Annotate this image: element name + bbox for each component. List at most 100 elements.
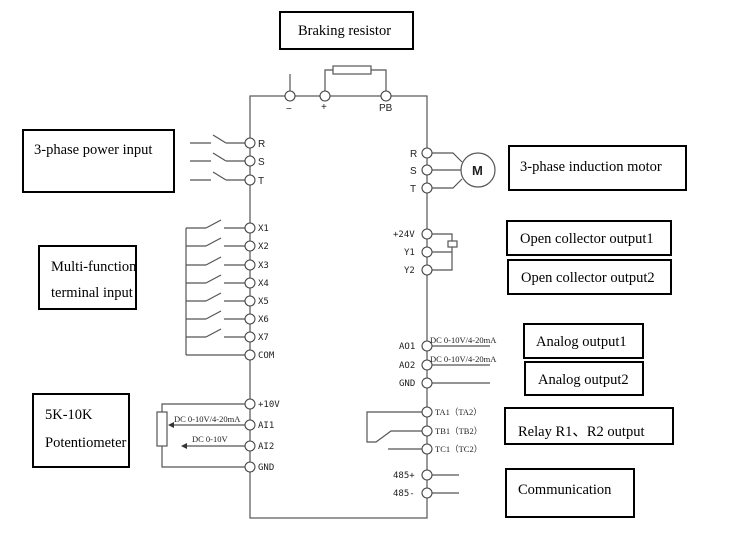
potentiometer-symbol <box>156 411 168 447</box>
label-output-t: T <box>410 184 416 195</box>
terminal-ai2 <box>244 440 256 452</box>
label-10v: +10V <box>258 400 280 410</box>
label-24v: +24V <box>393 230 415 240</box>
label-ai1: AI1 <box>258 421 274 431</box>
ao1-signal-label: DC 0-10V/4-20mA <box>430 335 497 345</box>
terminal-x2 <box>244 240 256 252</box>
label-485-plus: 485+ <box>393 471 415 481</box>
analog-output-1-label: Analog output1 <box>536 334 627 350</box>
label-x3: X3 <box>258 261 269 271</box>
analog-inputs-group: +10V AI1 AI2 GND DC 0-10V/4-20mA DC 0-10… <box>156 398 280 473</box>
terminal-dc-plus <box>319 90 331 102</box>
ai2-arrow <box>181 443 187 449</box>
terminal-y2 <box>421 264 433 276</box>
dc-bus-group: − + PB <box>284 65 393 115</box>
analog-outputs-group: AO1 AO2 GND DC 0-10V/4-20mA DC 0-10V/4-2… <box>399 335 497 389</box>
open-collector-group: +24V Y1 Y2 <box>393 228 458 276</box>
label-x6: X6 <box>258 315 269 325</box>
switch-x1 <box>186 219 245 229</box>
terminal-y1 <box>421 246 433 258</box>
switch-x2 <box>186 237 245 247</box>
terminal-com <box>244 349 256 361</box>
label-ao2: AO2 <box>399 361 415 371</box>
motor-label-text: 3-phase induction motor <box>520 159 662 175</box>
multi-function-box: Multi-function terminal input <box>38 245 137 310</box>
label-x4: X4 <box>258 279 269 289</box>
label-tb: TB1（TB2） <box>435 426 482 436</box>
inverter-body <box>249 95 428 519</box>
communication-label: Communication <box>518 482 612 498</box>
label-output-r: R <box>410 149 417 160</box>
power-input-box: 3-phase power input <box>22 129 175 193</box>
terminal-x6 <box>244 313 256 325</box>
label-x5: X5 <box>258 297 269 307</box>
braking-resistor-label: Braking resistor <box>298 23 392 39</box>
switch-x7 <box>186 328 245 338</box>
terminal-input-t <box>244 174 256 186</box>
multi-function-label-line2: terminal input <box>51 285 133 301</box>
motor-label: M <box>472 163 483 178</box>
relay-output-label: Relay R1、R2 output <box>518 424 645 440</box>
label-x2: X2 <box>258 242 269 252</box>
terminal-485-minus <box>421 487 433 499</box>
ao2-signal-label: DC 0-10V/4-20mA <box>430 354 497 364</box>
terminal-485-plus <box>421 469 433 481</box>
communication-box: Communication <box>505 468 635 518</box>
terminal-output-r <box>421 147 433 159</box>
potentiometer-label-line1: 5K-10K <box>45 407 93 423</box>
terminal-input-r <box>244 137 256 149</box>
relay-output-box: Relay R1、R2 output <box>504 407 674 445</box>
terminal-ai1 <box>244 419 256 431</box>
open-collector-2-label: Open collector output2 <box>521 270 655 286</box>
potentiometer-box: 5K-10K Potentiometer <box>32 393 130 468</box>
label-y2: Y2 <box>404 266 415 276</box>
label-y1: Y1 <box>404 248 415 258</box>
terminal-dc-minus <box>284 90 296 102</box>
power-input-group: R S T <box>190 134 265 187</box>
label-gnd-out: GND <box>399 379 415 389</box>
terminal-x1 <box>244 222 256 234</box>
open-collector-1-box: Open collector output1 <box>506 220 672 256</box>
switch-x6 <box>186 310 245 320</box>
label-tc: TC1（TC2） <box>435 444 482 454</box>
label-x1: X1 <box>258 224 269 234</box>
open-collector-1-label: Open collector output1 <box>520 231 654 247</box>
terminal-input-s <box>244 155 256 167</box>
label-ta: TA1（TA2） <box>435 407 482 417</box>
motor-symbol <box>460 152 496 188</box>
switch-x4 <box>186 274 245 284</box>
terminal-gnd-out <box>421 377 433 389</box>
terminal-tb <box>421 425 433 437</box>
label-ai2: AI2 <box>258 442 274 452</box>
terminal-ta <box>421 406 433 418</box>
ai1-arrow <box>168 422 174 428</box>
label-pb: PB <box>379 103 393 114</box>
ai2-signal-label: DC 0-10V <box>192 434 229 444</box>
terminal-10v <box>244 398 256 410</box>
label-ao1: AO1 <box>399 342 415 352</box>
terminal-output-s <box>421 164 433 176</box>
label-output-s: S <box>410 166 417 177</box>
digital-inputs-group: X1 X2 X3 X4 X5 X6 X7 COM <box>185 219 275 361</box>
multi-function-label-line1: Multi-function <box>51 259 137 275</box>
terminal-tc <box>421 443 433 455</box>
relay-group: TA1（TA2） TB1（TB2） TC1（TC2） <box>366 406 482 455</box>
analog-output-2-box: Analog output2 <box>524 361 644 396</box>
label-input-t: T <box>258 176 264 187</box>
potentiometer-label-line2: Potentiometer <box>45 435 127 451</box>
terminal-x3 <box>244 259 256 271</box>
terminal-24v <box>421 228 433 240</box>
label-485-minus: 485- <box>393 489 415 499</box>
label-dc-minus: − <box>286 104 292 115</box>
motor-output-group: R S T M <box>410 147 496 195</box>
ai1-signal-label: DC 0-10V/4-20mA <box>174 414 241 424</box>
analog-output-2-label: Analog output2 <box>538 372 629 388</box>
analog-output-1-box: Analog output1 <box>523 323 644 359</box>
label-com: COM <box>258 351 275 361</box>
label-gnd-in: GND <box>258 463 274 473</box>
rs485-group: 485+ 485- <box>393 469 459 499</box>
relay-coil-symbol <box>447 240 458 248</box>
switch-x5 <box>186 292 245 302</box>
switch-x3 <box>186 256 245 266</box>
